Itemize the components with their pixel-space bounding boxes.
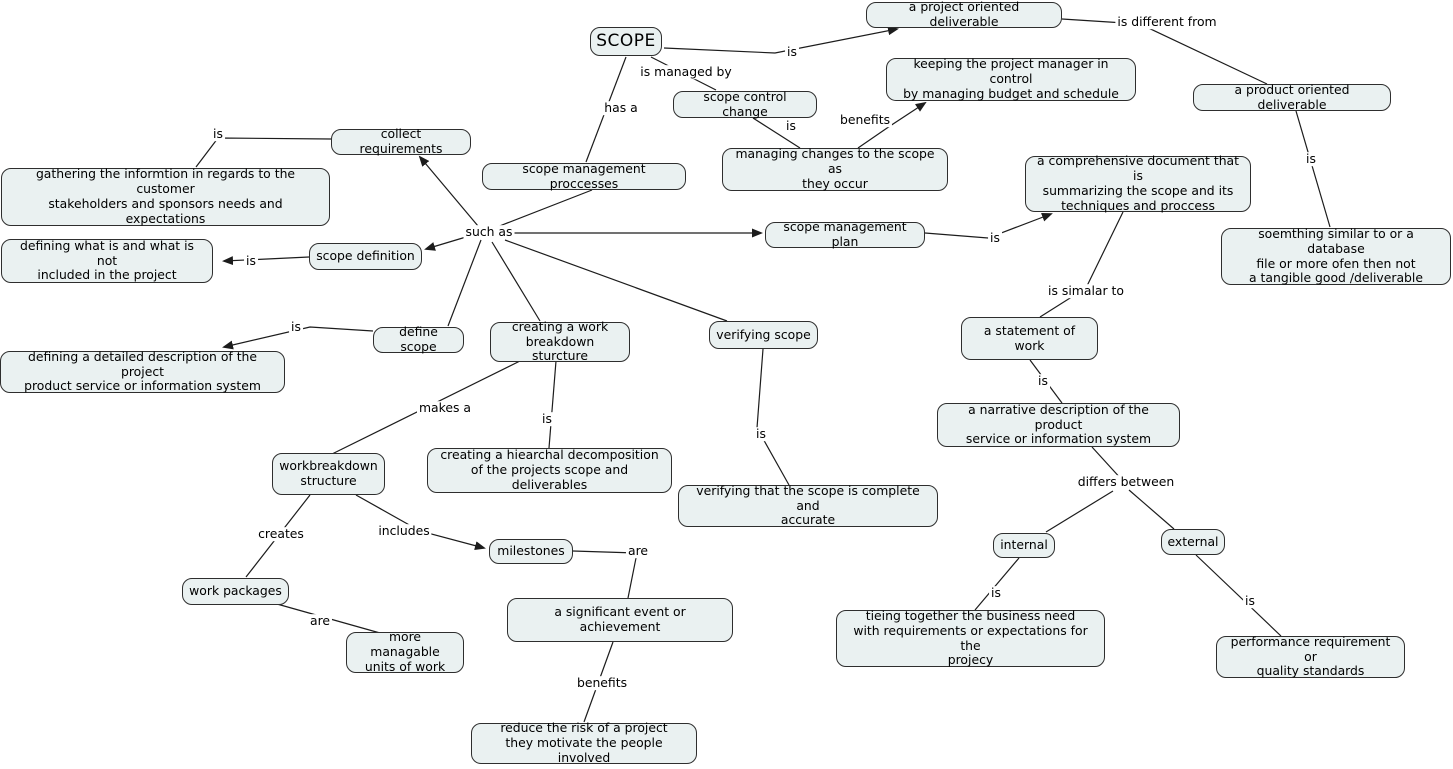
edge-label[interactable]: creates <box>256 526 306 542</box>
edge-line <box>756 348 790 486</box>
concept-node-scope-control-change[interactable]: scope control change <box>673 89 817 118</box>
concept-node-comprehensive-document[interactable]: a comprehensive document that is summari… <box>1025 153 1251 213</box>
edge-line <box>195 137 332 168</box>
concept-node-scope-definition[interactable]: scope definition <box>309 243 422 270</box>
edge-label[interactable]: is <box>784 118 798 134</box>
concept-node-gathering-information[interactable]: gathering the informtion in regards to t… <box>1 166 330 226</box>
edge-label[interactable]: makes a <box>416 400 474 416</box>
edge-line <box>418 155 479 227</box>
concept-node-product-oriented-deliverable[interactable]: a product oriented deliverable <box>1193 82 1391 111</box>
concept-node-tieing-together[interactable]: tieing together the business need with r… <box>836 608 1105 667</box>
concept-node-scope-management-proccesses[interactable]: scope management proccesses <box>482 161 686 190</box>
concept-node-hiearchal-decomposition[interactable]: creating a hiearchal decomposition of th… <box>427 447 672 493</box>
edge-line <box>752 117 801 149</box>
edge-label[interactable]: is <box>1243 593 1257 609</box>
edge-line <box>663 26 899 54</box>
edge-line <box>1128 489 1175 530</box>
edge-label[interactable]: benefits <box>837 112 893 128</box>
edge-line <box>355 494 486 551</box>
edge-label[interactable]: are <box>625 543 651 559</box>
edge-label[interactable]: is <box>988 230 1002 246</box>
edge-label[interactable]: is simalar to <box>1046 283 1126 299</box>
edge-label[interactable]: includes <box>376 523 432 539</box>
concept-node-internal[interactable]: internal <box>993 533 1055 558</box>
concept-node-external[interactable]: external <box>1161 529 1225 555</box>
edge-label[interactable]: is <box>754 426 768 442</box>
edge-line <box>974 557 1020 611</box>
concept-node-defining-what-is[interactable]: defining what is and what is not include… <box>1 238 213 283</box>
concept-node-work-packages[interactable]: work packages <box>182 578 289 605</box>
edge-line <box>222 326 374 350</box>
concept-node-define-scope[interactable]: define scope <box>373 324 464 354</box>
concept-node-managing-changes[interactable]: managing changes to the scope as they oc… <box>722 146 948 191</box>
edge-line <box>548 360 557 449</box>
edge-label[interactable]: is <box>540 411 554 427</box>
edge-line <box>1045 490 1114 533</box>
concept-node-collect-requirements[interactable]: collect requirements <box>331 126 471 156</box>
edge-label[interactable]: such as <box>463 224 515 240</box>
edge-line <box>1295 110 1331 228</box>
concept-node-workbreakdown-structure[interactable]: workbreakdown structure <box>272 453 385 495</box>
concept-node-creating-wbs[interactable]: creating a work breakdown sturcture <box>490 319 630 363</box>
edge-line <box>491 241 541 322</box>
concept-node-verifying-complete[interactable]: verifying that the scope is complete and… <box>678 483 938 527</box>
edge-label[interactable]: has a <box>602 100 640 116</box>
edge-label[interactable]: is <box>989 585 1003 601</box>
edge-line <box>496 189 593 228</box>
concept-node-reduce-risk[interactable]: reduce the risk of a project they motiva… <box>471 720 697 765</box>
edge-line <box>1195 554 1282 637</box>
edge-line <box>504 239 728 322</box>
edge-label[interactable]: is different from <box>1115 14 1219 30</box>
edge-line <box>1039 211 1124 318</box>
edge-line <box>222 256 310 266</box>
concept-node-scope-management-plan[interactable]: scope management plan <box>765 219 925 249</box>
edge-line <box>924 212 1053 239</box>
edge-label[interactable]: is <box>244 253 258 269</box>
edge-label[interactable]: benefits <box>574 675 630 691</box>
edge-label[interactable]: is <box>1036 373 1050 389</box>
concept-node-scope[interactable]: SCOPE <box>590 27 662 56</box>
concept-node-managable-units[interactable]: more managable units of work <box>346 629 464 674</box>
edge-label[interactable]: is <box>211 126 225 142</box>
edge-line <box>424 236 467 251</box>
concept-node-something-similar[interactable]: soemthing similar to or a database file … <box>1221 226 1451 285</box>
concept-node-project-oriented-deliverable[interactable]: a project oriented deliverable <box>866 0 1062 29</box>
edge-label[interactable]: is <box>1304 151 1318 167</box>
edge-label[interactable]: is <box>289 319 303 335</box>
edge-line <box>447 239 482 327</box>
concept-node-performance-requirement[interactable]: performance requirement or quality stand… <box>1216 634 1405 678</box>
edge-label[interactable]: differs between <box>1075 474 1177 490</box>
edge-label[interactable]: are <box>307 613 333 629</box>
concept-node-significant-event[interactable]: a significant event or achievement <box>507 598 733 642</box>
concept-node-milestones[interactable]: milestones <box>489 539 573 564</box>
concept-node-keeping-pm-in-control[interactable]: keeping the project manager in control b… <box>886 56 1136 101</box>
concept-node-defining-detailed-description[interactable]: defining a detailed description of the p… <box>0 349 285 393</box>
concept-node-narrative-description[interactable]: a narrative description of the product s… <box>937 402 1180 447</box>
concept-node-verifying-scope[interactable]: verifying scope <box>709 321 818 349</box>
edge-label[interactable]: is managed by <box>638 64 734 80</box>
edge-label[interactable]: is <box>785 44 799 60</box>
concept-node-statement-of-work[interactable]: a statement of work <box>961 317 1098 360</box>
